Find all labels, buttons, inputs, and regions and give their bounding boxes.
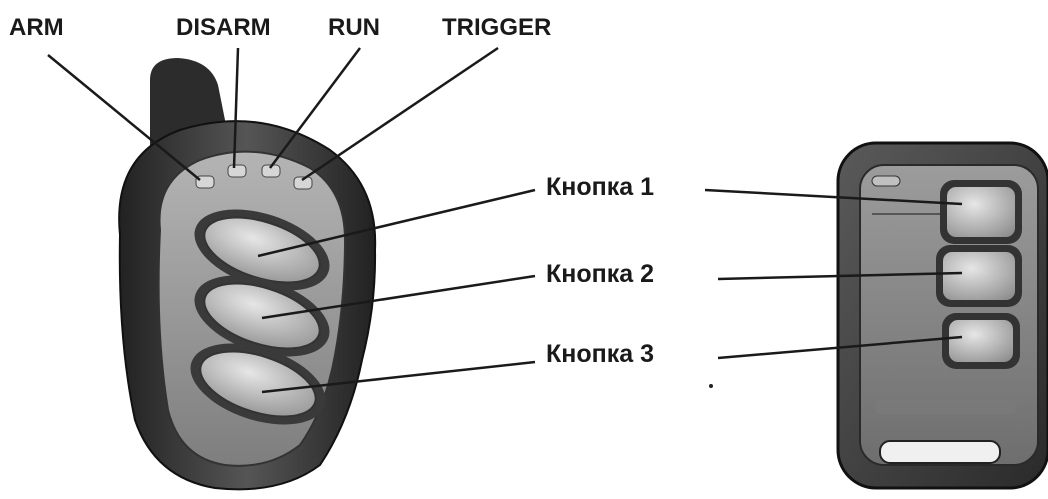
arm-label: ARM [9,16,64,40]
left-key-fob [119,58,375,489]
trigger-label: TRIGGER [442,16,551,40]
right-button-2[interactable] [936,245,1022,307]
right-fob-slot [880,441,1000,463]
button3-label: Кнопка 3 [546,342,654,367]
run-label: RUN [328,16,380,40]
right-fob-logo [876,400,1016,414]
right-button-1[interactable] [940,180,1022,244]
disarm-led [228,165,246,177]
stray-dot [709,384,713,388]
button1-label: Кнопка 1 [546,175,654,200]
right-key-fob [838,143,1048,488]
button2-label: Кнопка 2 [546,262,654,287]
disarm-label: DISARM [176,16,271,40]
right-fob-led [872,176,900,186]
trigger-leader-line [302,48,498,180]
right-button-3[interactable] [942,313,1020,369]
